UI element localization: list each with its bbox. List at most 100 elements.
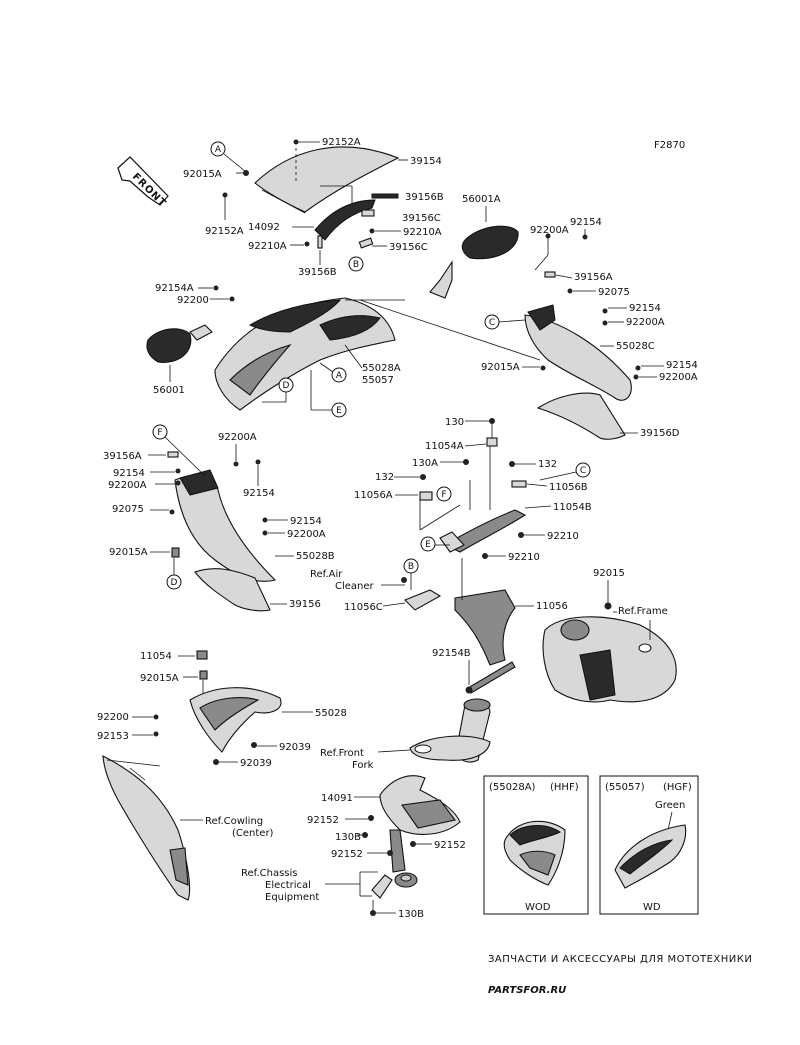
stay-11054B: [439, 509, 527, 553]
watermark-tagline: ЗАПЧАСТИ И АКСЕССУАРЫ ДЛЯ МОТОТЕХНИКИ: [488, 954, 752, 965]
label-92152-2: 92152: [434, 840, 466, 851]
label-92015A-4: 92015A: [140, 673, 179, 684]
svg-text:D: D: [283, 381, 290, 391]
svg-text:C: C: [580, 466, 586, 476]
watermark-logo: PARTSFOR.RU: [488, 985, 566, 996]
label-92039-2: 92039: [240, 758, 272, 769]
bracket-55028: [189, 687, 282, 753]
bracket-11056C: [404, 589, 442, 611]
pad-39156D: [536, 392, 626, 440]
ref-cowling-1: Ref.Cowling: [205, 816, 263, 827]
label-92210-b: 92210: [508, 552, 540, 563]
label-92015: 92015: [593, 568, 625, 579]
ref-air-cleaner-1: Ref.Air: [310, 569, 343, 580]
label-14091: 14091: [321, 793, 353, 804]
svg-text:F: F: [157, 428, 162, 438]
svg-text:(HHF): (HHF): [550, 782, 579, 793]
inner-bracket: [314, 199, 376, 241]
bolt-92154B: [467, 661, 516, 694]
bracket-11056: [454, 589, 516, 666]
label-11056A: 11056A: [354, 490, 393, 501]
label-92154A: 92154A: [155, 283, 194, 294]
inset-55028A-HHF: (55028A) (HHF) WOD: [483, 775, 589, 915]
windshield: [254, 146, 400, 214]
callout-B-center: B: [403, 558, 419, 574]
label-92210A-1: 92210A: [403, 227, 442, 238]
svg-text:WOD: WOD: [525, 902, 551, 913]
ref-chassis-1: Ref.Chassis: [241, 868, 297, 879]
ref-cowling-2: (Center): [232, 828, 274, 839]
callout-F-center: F: [436, 486, 452, 502]
callout-E-center: E: [420, 536, 436, 552]
label-92075-1: 92075: [598, 287, 630, 298]
label-92152-1: 92152: [307, 815, 339, 826]
label-55028C: 55028C: [616, 341, 655, 352]
label-130A: 130A: [412, 458, 438, 469]
label-39156C-1: 39156C: [402, 213, 441, 224]
callout-F-left: F: [152, 424, 168, 440]
label-130B-2: 130B: [398, 909, 424, 920]
label-55057: 55057: [362, 375, 394, 386]
svg-text:B: B: [353, 260, 359, 270]
label-39156A-1: 39156A: [574, 272, 613, 283]
ref-air-cleaner-2: Cleaner: [335, 581, 375, 592]
label-132-1: 132: [538, 459, 557, 470]
steering-stem: [409, 698, 491, 763]
ref-front-fork-2: Fork: [352, 760, 374, 771]
label-92200A-3: 92200A: [659, 372, 698, 383]
figure-code: F2870: [654, 140, 685, 151]
label-39154: 39154: [410, 156, 442, 167]
label-39156B-2: 39156B: [298, 267, 337, 278]
label-55028: 55028: [315, 708, 347, 719]
callout-A-cowl: A: [331, 367, 347, 383]
label-92015A-2: 92015A: [481, 362, 520, 373]
label-92154-3: 92154: [666, 360, 698, 371]
svg-text:Green: Green: [655, 800, 685, 811]
svg-text:E: E: [425, 540, 431, 550]
callout-D-cowl: D: [278, 377, 294, 393]
svg-text:C: C: [489, 318, 495, 328]
label-55028A: 55028A: [362, 363, 401, 374]
label-11054B: 11054B: [553, 502, 592, 513]
label-130B-1: 130B: [335, 832, 361, 843]
svg-text:E: E: [336, 406, 342, 416]
label-56001A: 56001A: [462, 194, 501, 205]
label-132-2: 132: [375, 472, 394, 483]
svg-text:B: B: [408, 562, 414, 572]
label-92154-1: 92154: [570, 217, 602, 228]
left-mirror: [146, 324, 213, 363]
label-92152A-top: 92152A: [322, 137, 361, 148]
label-92154-4: 92154: [113, 468, 145, 479]
label-92152A-2: 92152A: [205, 226, 244, 237]
right-mirror: [429, 225, 519, 299]
ref-chassis-2: Electrical: [265, 880, 311, 891]
label-11054: 11054: [140, 651, 172, 662]
center-cowling: [102, 755, 191, 901]
label-92154-2: 92154: [629, 303, 661, 314]
label-92200A-6: 92200A: [287, 529, 326, 540]
label-11056C: 11056C: [344, 602, 383, 613]
label-39156C-2: 39156C: [389, 242, 428, 253]
label-92039-1: 92039: [279, 742, 311, 753]
ref-front-fork-1: Ref.Front: [320, 748, 364, 759]
label-92200A-2: 92200A: [626, 317, 665, 328]
label-92154-5: 92154: [243, 488, 275, 499]
frame-head: [542, 616, 677, 703]
callout-A-top: A: [210, 141, 226, 157]
label-92200A-5: 92200A: [218, 432, 257, 443]
grommet: [394, 872, 418, 888]
ref-chassis-3: Equipment: [265, 892, 319, 903]
side-cover-55028C: [524, 304, 632, 401]
svg-text:F: F: [441, 490, 446, 500]
callout-B-top: B: [348, 256, 364, 272]
front-arrow-icon: FRONT: [117, 156, 169, 210]
svg-text:D: D: [171, 578, 178, 588]
ref-frame: Ref.Frame: [618, 606, 668, 617]
label-92154B: 92154B: [432, 648, 471, 659]
label-92152-3: 92152: [331, 849, 363, 860]
svg-text:(55057): (55057): [605, 782, 645, 793]
label-92200-2: 92200: [97, 712, 129, 723]
callout-C-right: C: [484, 314, 500, 330]
svg-text:(HGF): (HGF): [663, 782, 692, 793]
